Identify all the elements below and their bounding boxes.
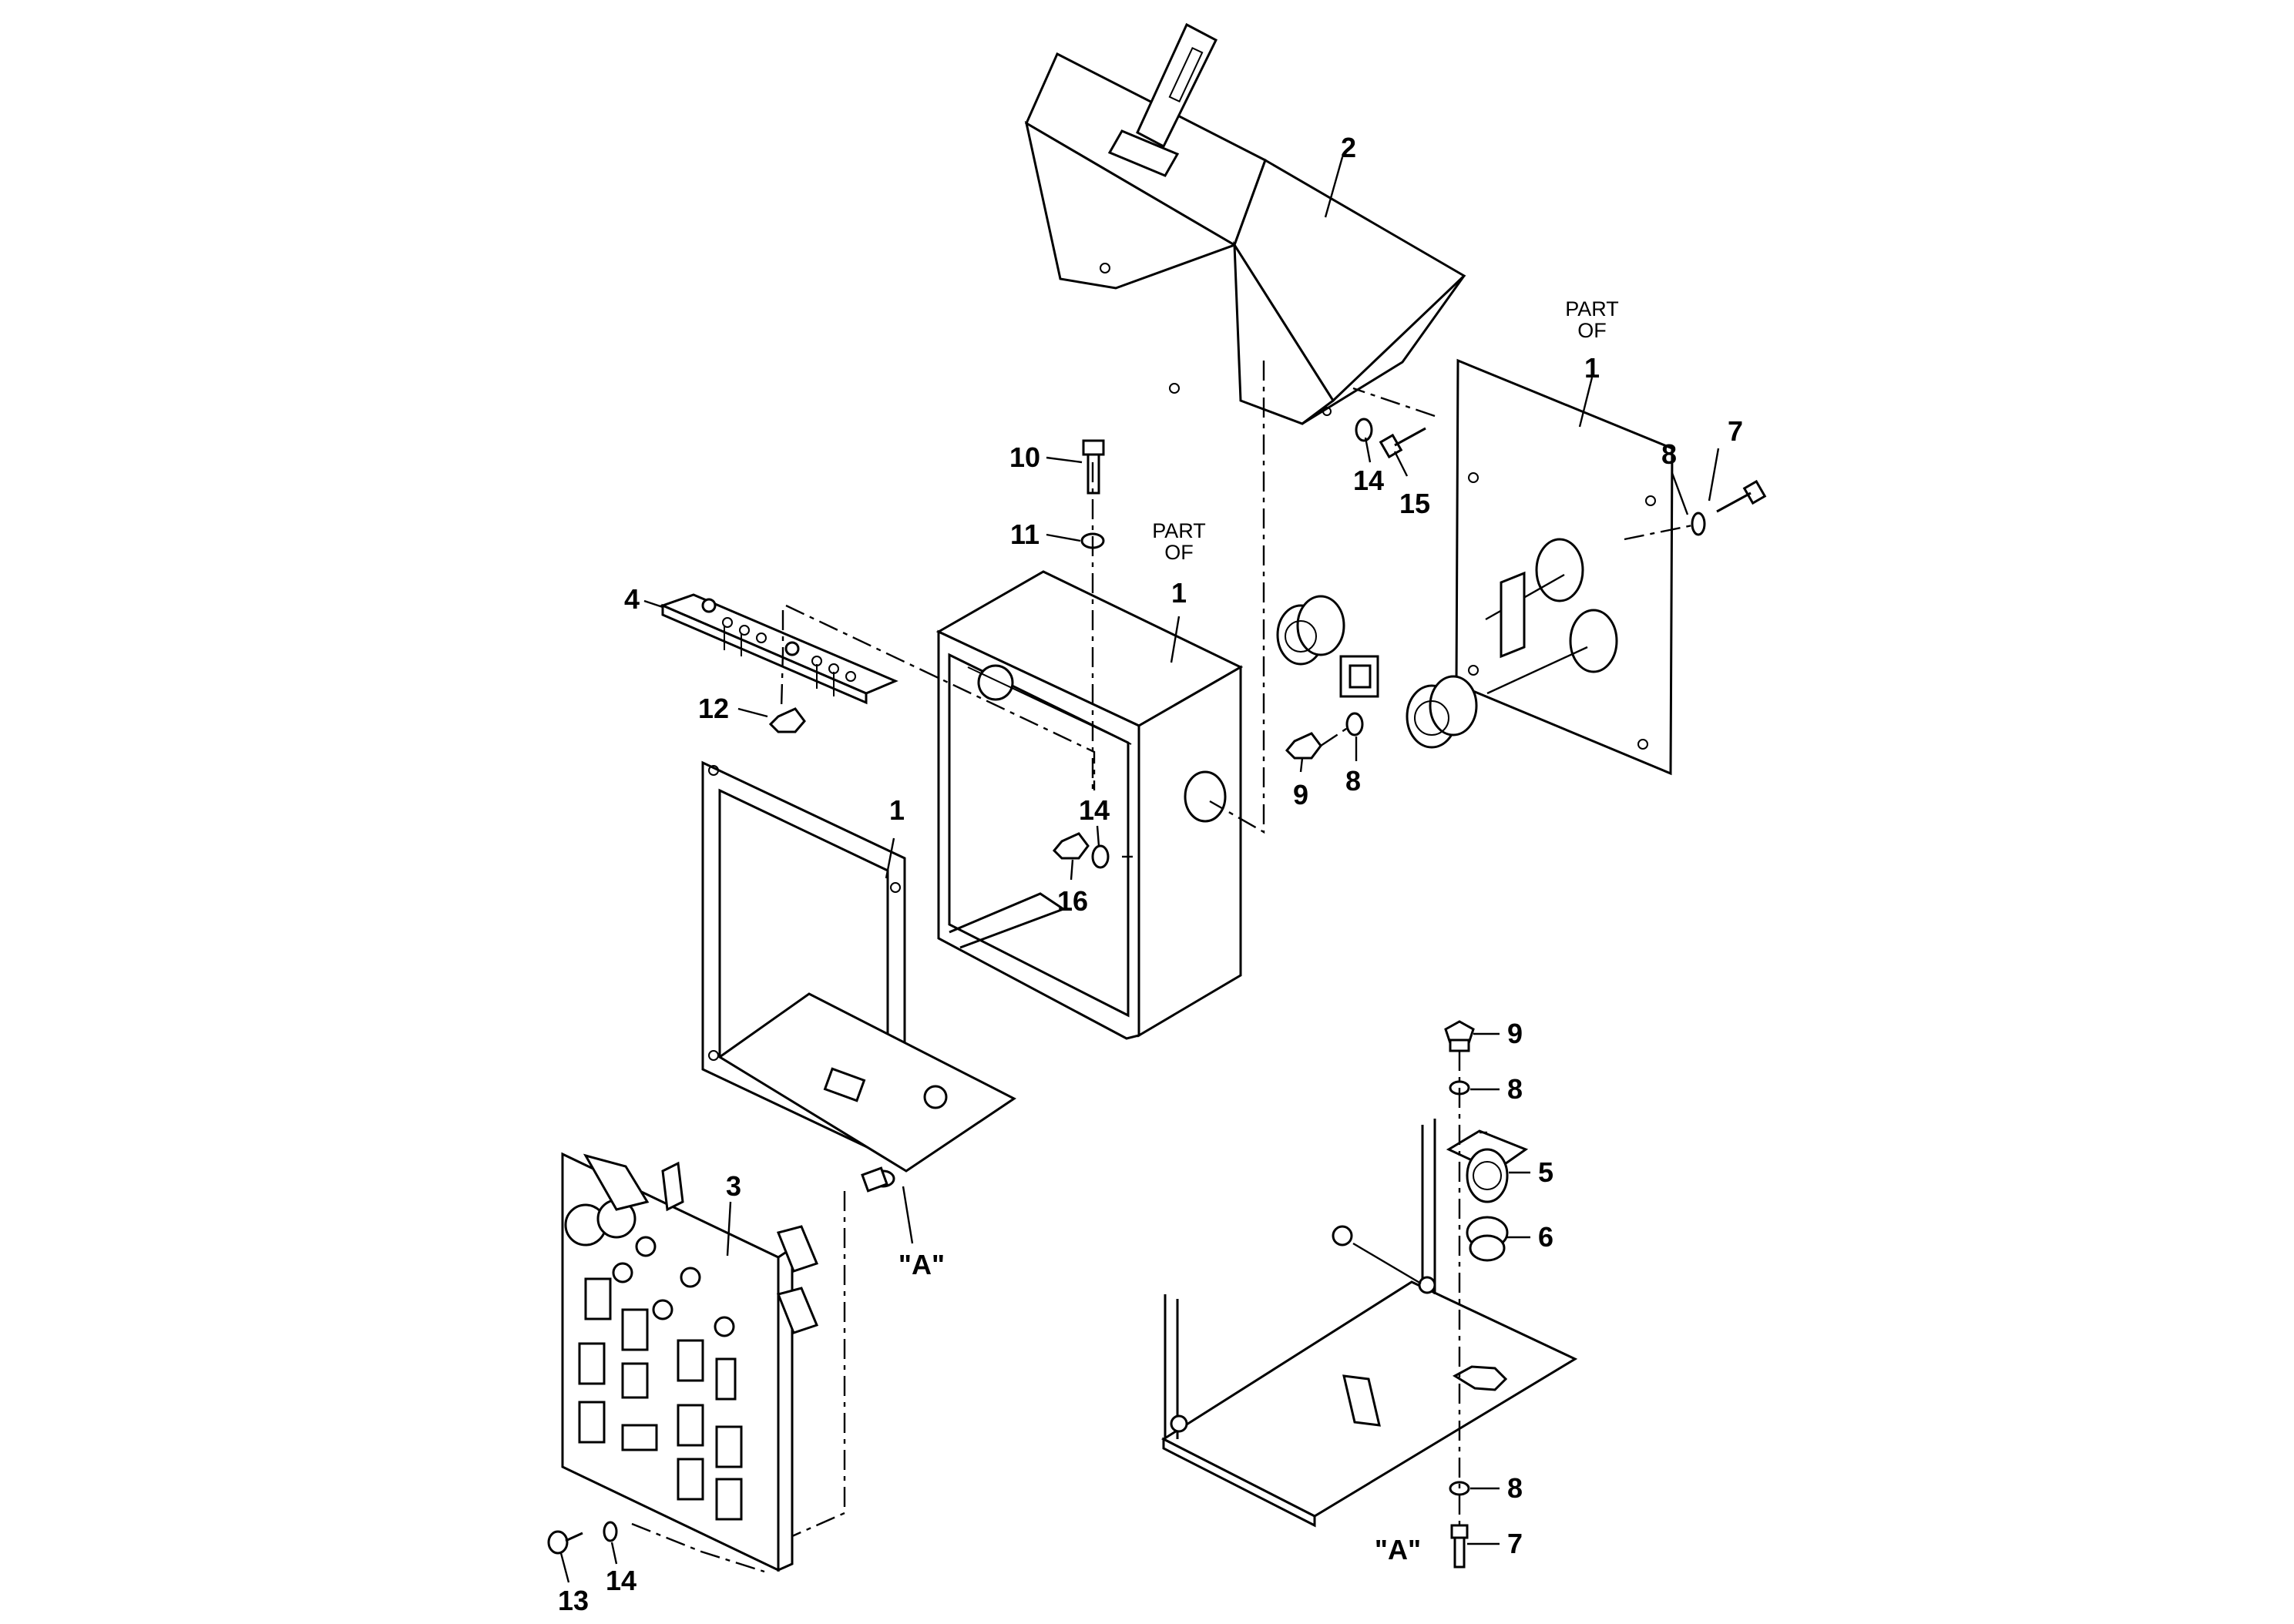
callout-2: 2 bbox=[1341, 132, 1356, 163]
callout-11: 11 bbox=[1010, 518, 1040, 550]
callout-5: 5 bbox=[1538, 1156, 1553, 1188]
callout-7-top: 7 bbox=[1728, 415, 1743, 447]
washer-14-mid bbox=[1091, 844, 1110, 869]
callout-4: 4 bbox=[624, 583, 640, 615]
callout-8-right: 8 bbox=[1507, 1073, 1523, 1105]
callout-6: 6 bbox=[1538, 1221, 1553, 1253]
callout-10: 10 bbox=[1009, 441, 1040, 473]
note-part-of-right-2: OF bbox=[1577, 319, 1607, 342]
callout-14-mid: 14 bbox=[1079, 794, 1110, 826]
part-1-right-plate bbox=[1455, 358, 1674, 776]
right-connectors bbox=[1276, 571, 1588, 749]
washer-8-top bbox=[1691, 512, 1706, 536]
callout-1-right-plate: 1 bbox=[1584, 352, 1600, 384]
washer-8-mid bbox=[1345, 712, 1364, 737]
nut-12 bbox=[768, 707, 806, 733]
bolt-7-top bbox=[1716, 479, 1767, 513]
nut-9-right bbox=[1444, 1020, 1475, 1052]
callout-8-bottom: 8 bbox=[1507, 1472, 1523, 1504]
note-part-of-right-1: PART bbox=[1565, 297, 1619, 320]
callouts: 2 PART OF 1 7 8 14 15 10 11 PART OF 1 4 … bbox=[558, 132, 1743, 1616]
note-part-of-box-2: OF bbox=[1164, 541, 1194, 564]
bolt-15 bbox=[1379, 427, 1426, 459]
part-1-gasket-frame bbox=[701, 760, 1016, 1173]
part-2-hood bbox=[1024, 22, 1466, 425]
note-part-of-box-1: PART bbox=[1152, 519, 1206, 542]
callout-14-top: 14 bbox=[1353, 465, 1384, 496]
callout-1-box: 1 bbox=[1171, 577, 1187, 609]
callout-13: 13 bbox=[558, 1585, 589, 1616]
callout-16: 16 bbox=[1057, 885, 1088, 917]
part-1-enclosure-box bbox=[935, 570, 1244, 1040]
note-detail-a-left: "A" bbox=[898, 1249, 945, 1280]
callout-15: 15 bbox=[1399, 488, 1430, 519]
standoff-A bbox=[861, 1166, 895, 1193]
callout-9-mid: 9 bbox=[1293, 779, 1308, 810]
part-3-control-panel bbox=[561, 1152, 819, 1572]
screw-13 bbox=[547, 1530, 583, 1555]
callout-3: 3 bbox=[726, 1170, 741, 1202]
callout-14-bottom: 14 bbox=[606, 1565, 636, 1596]
nut-9-mid bbox=[1285, 732, 1322, 760]
callout-8-mid: 8 bbox=[1345, 765, 1361, 797]
note-detail-a-right: "A" bbox=[1375, 1534, 1421, 1565]
callout-9-right: 9 bbox=[1507, 1018, 1523, 1049]
bottom-base-bracket bbox=[1160, 1119, 1578, 1528]
washer-14-top bbox=[1355, 418, 1373, 442]
parts-5-6-connector bbox=[1332, 1129, 1529, 1285]
callout-1-frame: 1 bbox=[889, 794, 905, 826]
nut-16 bbox=[1052, 832, 1090, 860]
bolt-7-bottom bbox=[1450, 1524, 1469, 1569]
assembly-lines bbox=[631, 361, 1693, 1573]
part-4-terminal-strip bbox=[659, 593, 898, 705]
washer-14-bottom bbox=[603, 1521, 618, 1542]
callout-12: 12 bbox=[698, 693, 729, 724]
callout-8-top: 8 bbox=[1661, 438, 1677, 470]
callout-7-bottom: 7 bbox=[1507, 1528, 1523, 1559]
leader-lines bbox=[559, 156, 1720, 1583]
